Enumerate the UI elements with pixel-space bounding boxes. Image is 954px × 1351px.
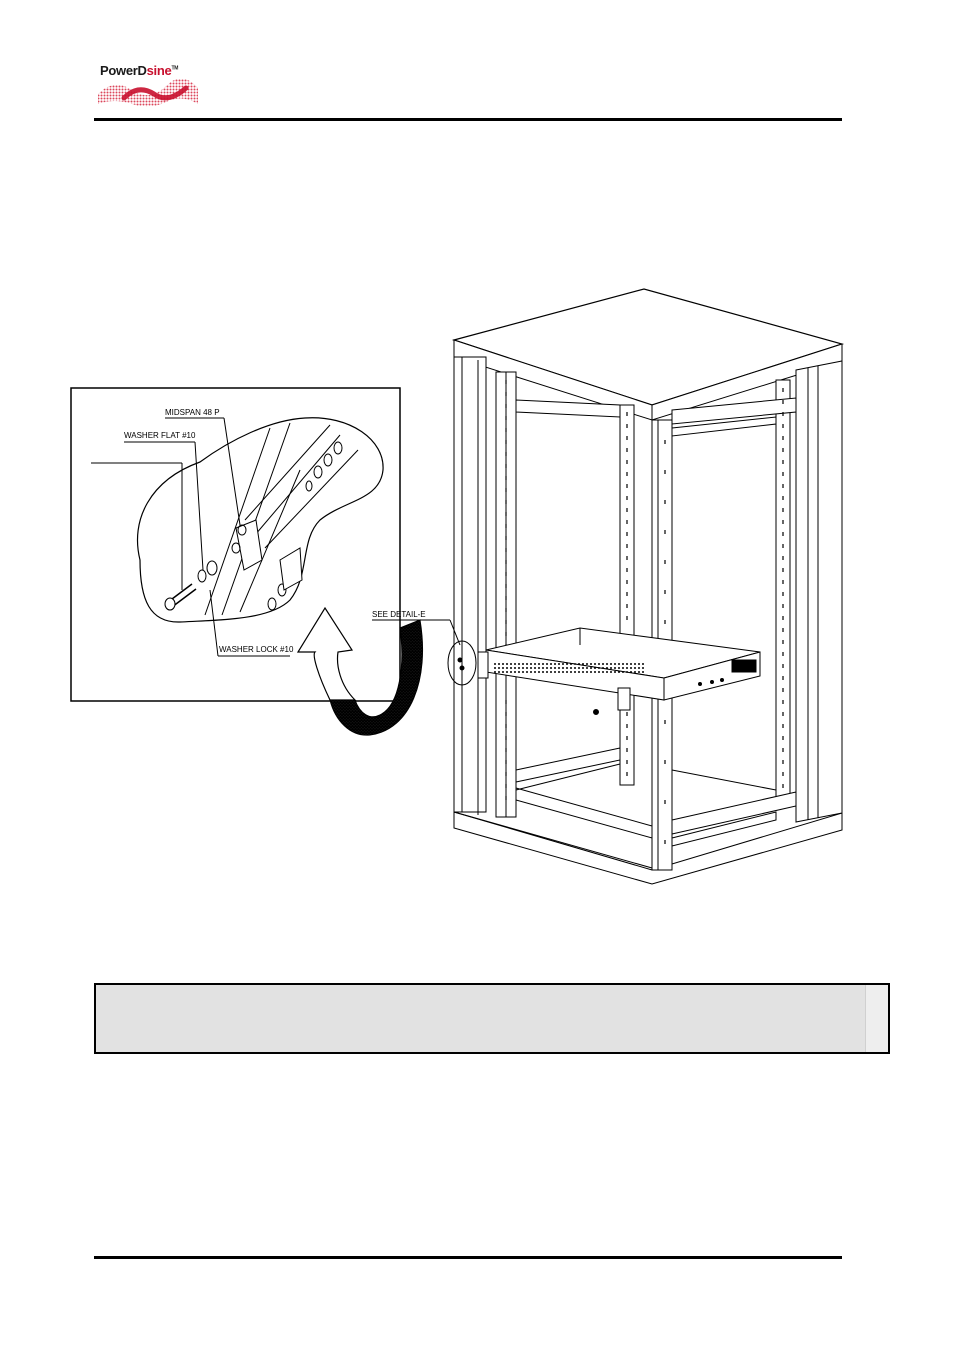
note-box: [94, 983, 890, 1054]
label-washer-flat: WASHER FLAT #10: [124, 431, 196, 440]
detail-inset: MIDSPAN 48 P WASHER FLAT #10 WASHER LOCK…: [71, 388, 400, 701]
label-see-detail: SEE DETAIL-E: [372, 610, 426, 619]
label-washer-lock: WASHER LOCK #10: [219, 645, 294, 654]
midspan-unit: [478, 628, 760, 715]
footer-rule: [94, 1256, 842, 1259]
note-box-body: [96, 985, 866, 1052]
rack-cabinet: [454, 289, 842, 884]
note-box-edge: [865, 985, 888, 1052]
rack-mounting-illustration: MIDSPAN 48 P WASHER FLAT #10 WASHER LOCK…: [0, 0, 954, 960]
label-midspan: MIDSPAN 48 P: [165, 408, 220, 417]
